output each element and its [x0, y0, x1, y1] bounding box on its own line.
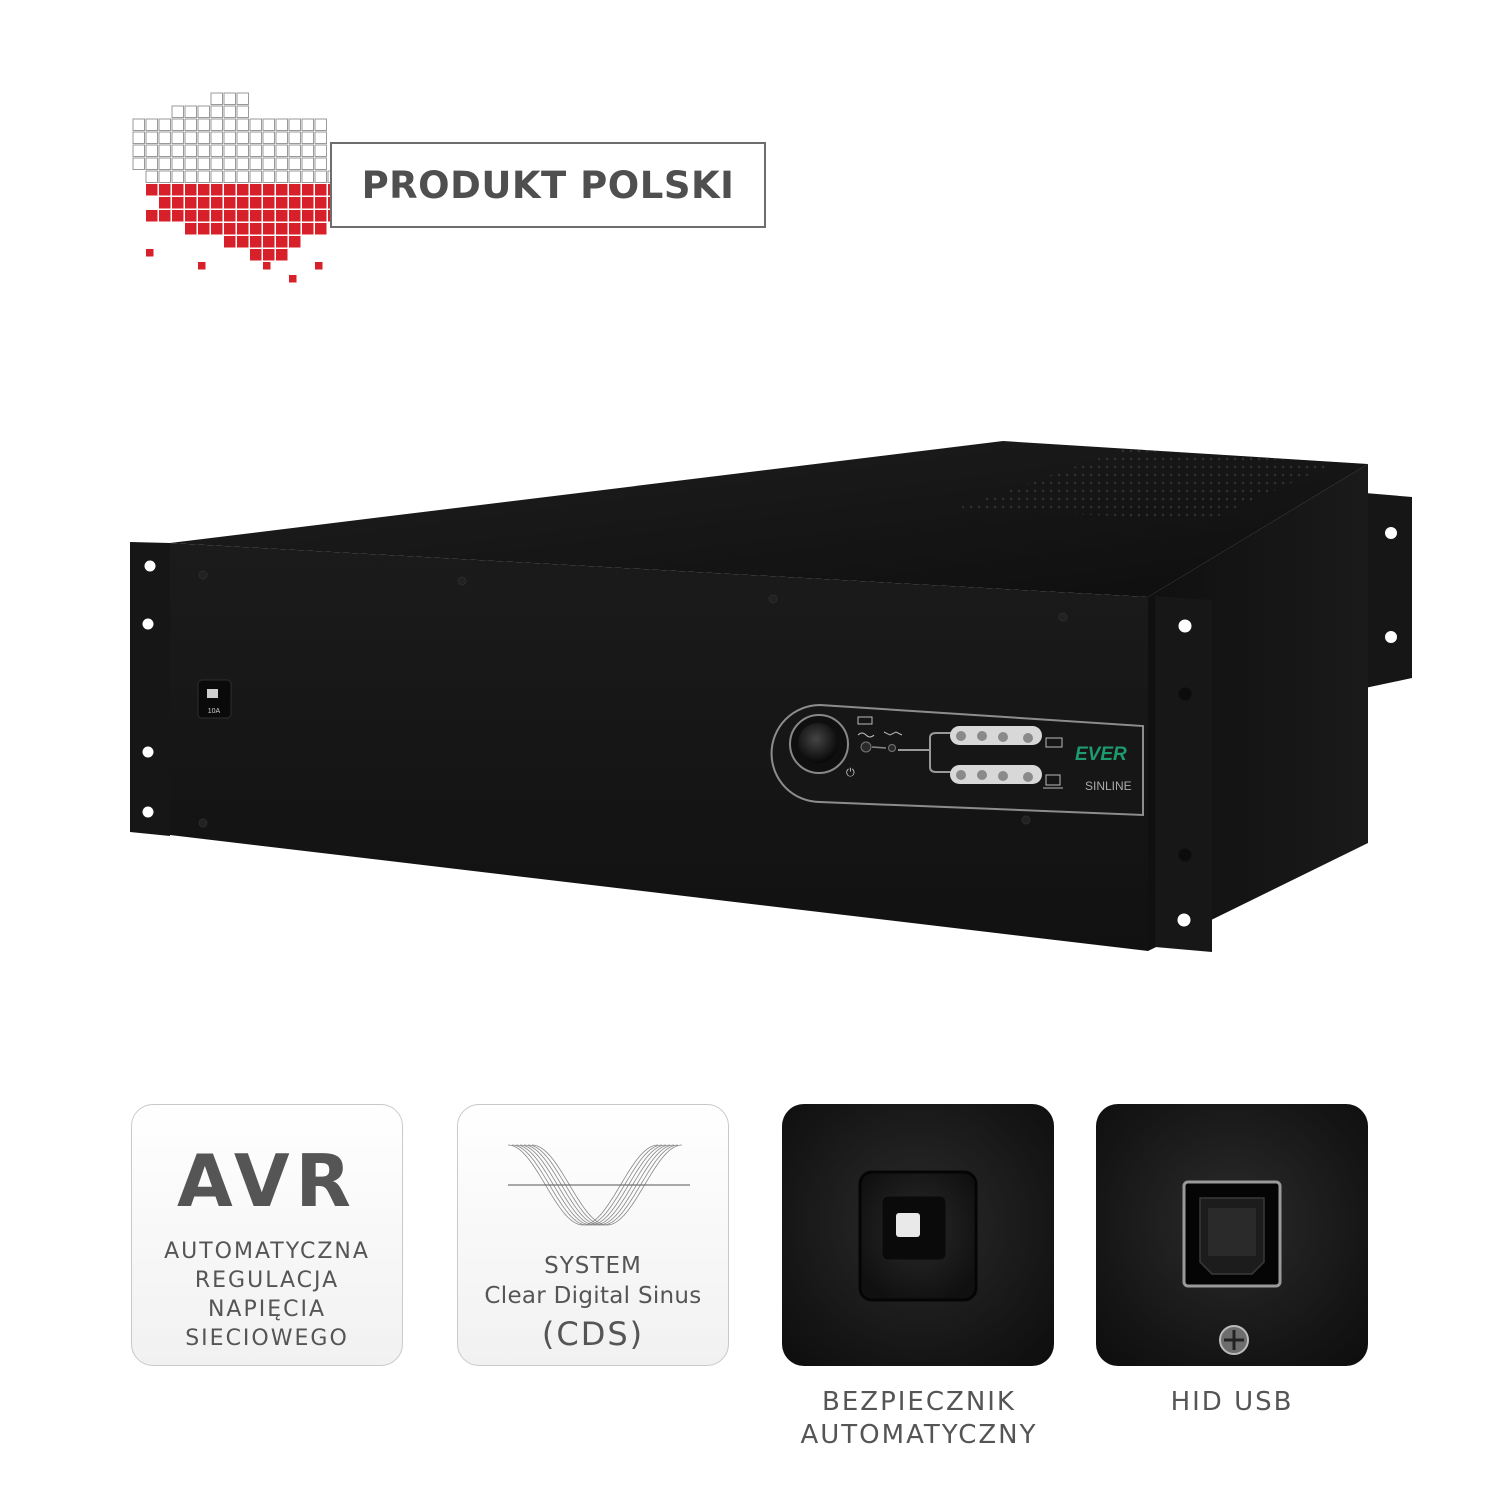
device-control-panel: ⏻ EVER SINLINE [770, 703, 1144, 817]
produkt-polski-badge: PRODUKT POLSKI [330, 142, 766, 228]
left-rack-ear [130, 542, 170, 836]
brand-logo: EVER [1075, 744, 1127, 765]
ups-device-image: 10A ⏻ EVER SINLINE [130, 441, 1412, 952]
device-fuse-button: 10A [197, 679, 232, 719]
right-rack-ear [1155, 596, 1212, 952]
avr-title: AVR [177, 1139, 357, 1223]
avr-feature-card: AVR AUTOMATYCZNA REGULACJA NAPIĘCIA SIEC… [131, 1104, 403, 1366]
cds-abbrev: (CDS) [541, 1315, 645, 1353]
model-label: SINLINE [1085, 779, 1132, 793]
fuse-button-icon [858, 1170, 978, 1302]
usb-caption: HID USB [1170, 1387, 1294, 1417]
sine-wave-icon [507, 1144, 690, 1226]
badge-label: PRODUKT POLSKI [361, 163, 735, 207]
usb-feature-card [1096, 1104, 1368, 1366]
usb-port-icon [1182, 1180, 1282, 1355]
cds-feature-card: SYSTEM Clear Digital Sinus (CDS) [457, 1104, 729, 1366]
top-vent-grille [955, 449, 1335, 520]
svg-text:10A: 10A [208, 708, 221, 715]
avr-description: AUTOMATYCZNA REGULACJA NAPIĘCIA SIECIOWE… [164, 1239, 370, 1351]
rear-rack-ear [1365, 493, 1412, 688]
fuse-caption: BEZPIECZNIK AUTOMATYCZNY [800, 1387, 1038, 1450]
power-button [798, 723, 838, 763]
cds-system-label: SYSTEM [544, 1253, 642, 1279]
fuse-feature-card [782, 1104, 1054, 1366]
cds-name: Clear Digital Sinus [484, 1283, 702, 1309]
ups-front-panel [170, 543, 1148, 951]
poland-map-icon [132, 92, 335, 283]
svg-text:⏻: ⏻ [846, 766, 855, 779]
